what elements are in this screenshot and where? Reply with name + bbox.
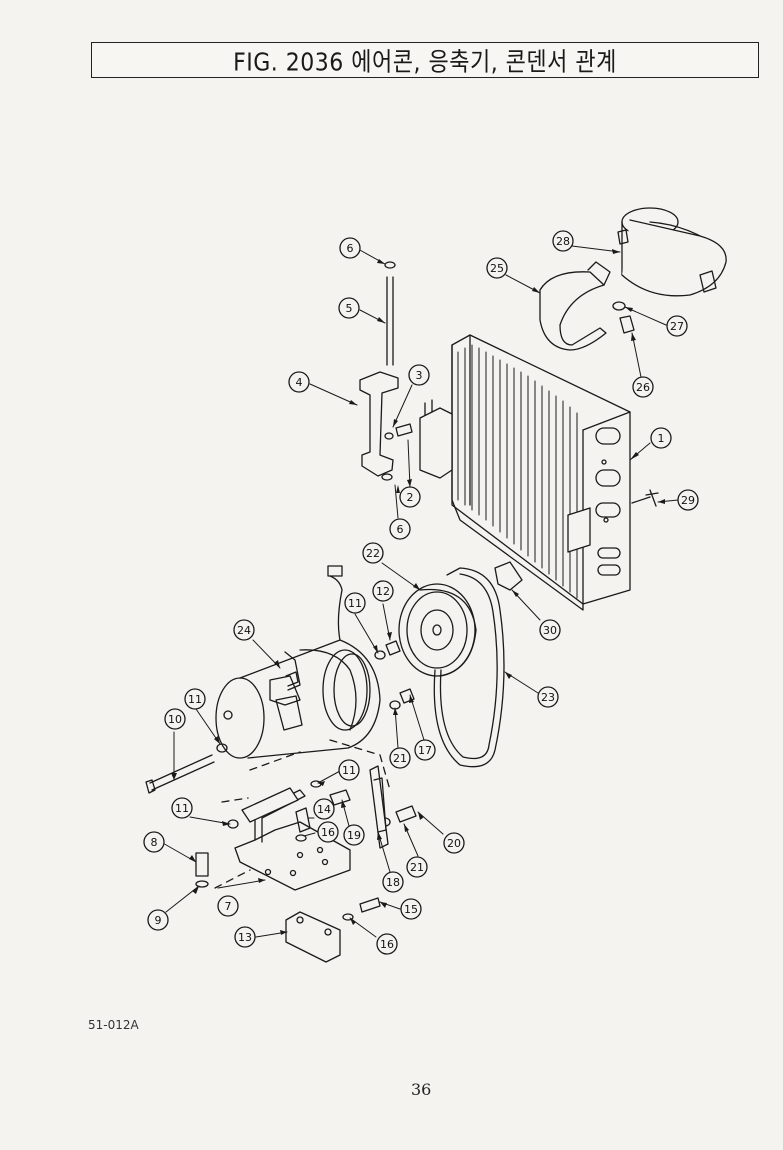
callout-label: 13 — [238, 931, 252, 944]
callout-circle — [233, 619, 255, 641]
callout-label: 5 — [346, 302, 353, 315]
callout-circle — [338, 297, 360, 319]
callout-group: 1234566789101111111112131415161617191820… — [143, 230, 699, 955]
callout-circle — [288, 371, 310, 393]
callout-circle — [552, 230, 574, 252]
callout-circle — [143, 831, 165, 853]
callout-label: 4 — [296, 376, 303, 389]
callout-circle — [486, 257, 508, 279]
callout-label: 7 — [225, 900, 232, 913]
callout-label: 11 — [175, 802, 189, 815]
callout-circle — [344, 592, 366, 614]
callout-label: 8 — [151, 836, 158, 849]
callout-circle — [339, 237, 361, 259]
callout-label: 21 — [410, 861, 424, 874]
callout-label: 14 — [317, 803, 331, 816]
callout-circle — [234, 926, 256, 948]
drier-bracket — [539, 261, 611, 351]
callout-circle — [408, 364, 430, 386]
callout-label: 23 — [541, 691, 555, 704]
figure-title: FIG. 2036 에어콘, 응축기, 콘덴서 관계 — [233, 48, 617, 78]
drawing-code: 51-012A — [88, 1018, 139, 1032]
callout-circle — [376, 933, 398, 955]
callout-circle — [400, 898, 422, 920]
callout-label: 11 — [348, 597, 362, 610]
figure-title-box: FIG. 2036 에어콘, 응축기, 콘덴서 관계 — [91, 42, 759, 78]
pulley — [398, 583, 477, 677]
callout-label: 1 — [658, 432, 665, 445]
callout-label: 15 — [404, 903, 418, 916]
callout-circle — [317, 821, 339, 843]
callout-label: 9 — [155, 914, 162, 927]
callout-label: 28 — [556, 235, 570, 248]
callout-label: 26 — [636, 381, 650, 394]
callout-label: 29 — [681, 494, 695, 507]
condenser — [419, 334, 631, 611]
callout-circle — [147, 909, 169, 931]
callout-circle — [537, 686, 559, 708]
callout-circle — [382, 871, 404, 893]
callout-label: 27 — [670, 320, 684, 333]
callout-label: 19 — [347, 829, 361, 842]
callout-label: 17 — [418, 744, 432, 757]
callout-label: 2 — [407, 491, 414, 504]
callout-circle — [171, 797, 193, 819]
callout-circle — [362, 542, 384, 564]
callout-label: 20 — [447, 837, 461, 850]
callout-label: 21 — [393, 752, 407, 765]
callout-circle — [399, 486, 421, 508]
callout-label: 22 — [366, 547, 380, 560]
callout-circle — [406, 856, 428, 878]
callout-circle — [632, 376, 654, 398]
receiver-drier — [617, 207, 727, 297]
callout-label: 18 — [386, 876, 400, 889]
compressor — [215, 565, 381, 759]
callout-circle — [338, 759, 360, 781]
callout-circle — [443, 832, 465, 854]
callout-label: 24 — [237, 624, 251, 637]
callout-label: 6 — [397, 523, 404, 536]
callout-circle — [343, 824, 365, 846]
callout-circle — [389, 518, 411, 540]
callout-circle — [414, 739, 436, 761]
callout-label: 16 — [321, 826, 335, 839]
callout-label: 16 — [380, 938, 394, 951]
callout-label: 3 — [416, 369, 423, 382]
callout-circle — [650, 427, 672, 449]
page-number: 36 — [411, 1080, 432, 1099]
callout-label: 6 — [347, 242, 354, 255]
callout-label: 11 — [342, 764, 356, 777]
callout-circle — [677, 489, 699, 511]
callout-label: 11 — [188, 693, 202, 706]
callout-circle — [217, 895, 239, 917]
callout-circle — [372, 580, 394, 602]
callout-circle — [313, 798, 335, 820]
callout-label: 25 — [490, 262, 504, 275]
callout-circle — [184, 688, 206, 710]
callout-circle — [389, 747, 411, 769]
callout-circle — [164, 708, 186, 730]
callout-label: 12 — [376, 585, 390, 598]
callout-circle — [539, 619, 561, 641]
callout-label: 10 — [168, 713, 182, 726]
callout-circle — [666, 315, 688, 337]
callout-label: 30 — [543, 624, 557, 637]
